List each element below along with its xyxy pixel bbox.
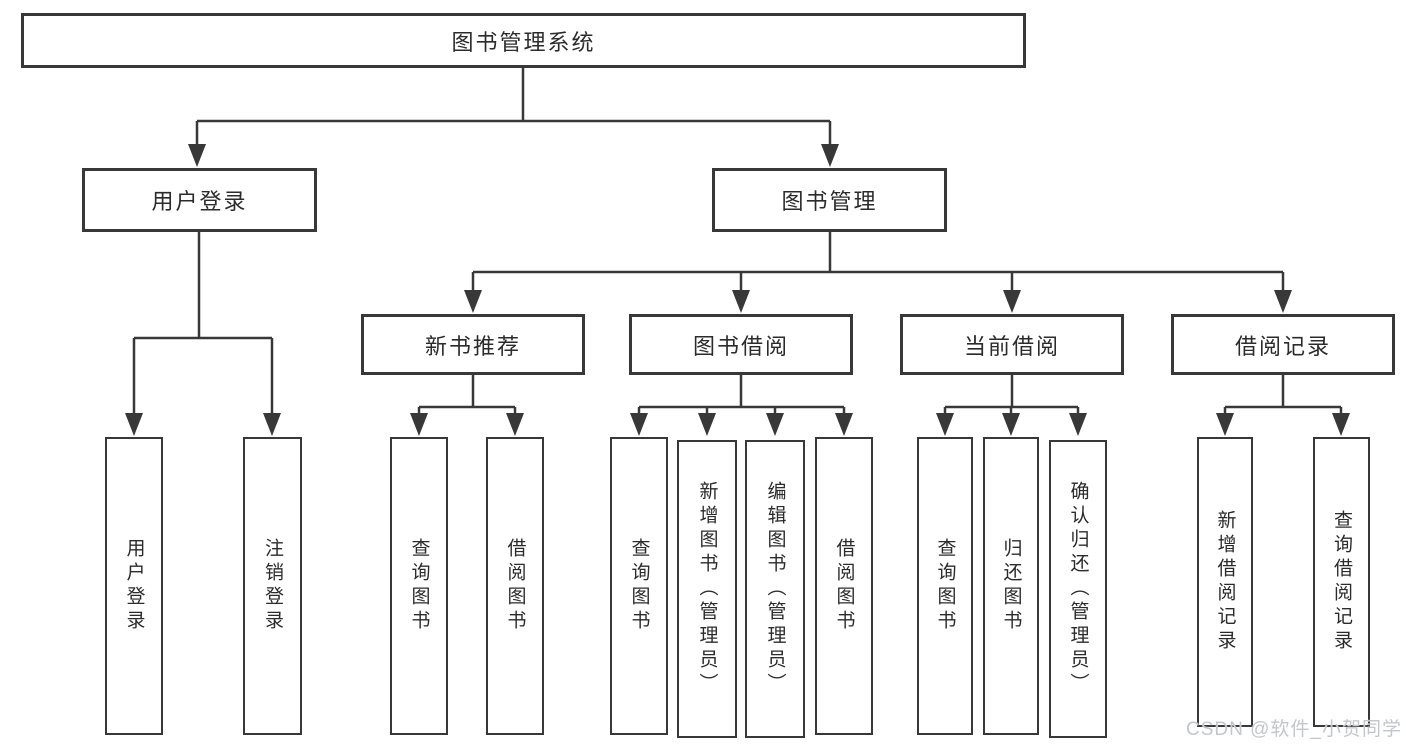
node-book-borrow: 图书借阅 [629, 314, 853, 375]
leaf-return-books: 归还图书 [983, 437, 1039, 735]
node-borrow-records: 借阅记录 [1171, 314, 1395, 375]
leaf-logout: 注销登录 [243, 437, 302, 735]
leaf-borrow-books-1: 借阅图书 [486, 437, 544, 735]
leaf-edit-books-admin: 编辑图书（管理员） [745, 440, 805, 738]
leaf-query-borrow-record: 查询借阅记录 [1313, 437, 1370, 727]
leaf-borrow-books-2: 借阅图书 [815, 437, 873, 735]
node-current-borrow: 当前借阅 [900, 314, 1124, 375]
leaf-add-borrow-record: 新增借阅记录 [1197, 437, 1253, 727]
node-root-system: 图书管理系统 [21, 13, 1026, 68]
leaf-confirm-return-admin: 确认归还（管理员） [1049, 440, 1107, 738]
leaf-user-login: 用户登录 [105, 437, 163, 735]
csdn-watermark: CSDN @软件_小贺同学 [1186, 719, 1402, 740]
leaf-query-books-3: 查询图书 [917, 437, 973, 735]
leaf-query-books-1: 查询图书 [390, 437, 448, 735]
node-book-management-branch: 图书管理 [712, 168, 947, 232]
leaf-add-books-admin: 新增图书（管理员） [677, 440, 737, 738]
node-new-book-recommend: 新书推荐 [361, 314, 585, 375]
leaf-query-books-2: 查询图书 [610, 437, 668, 735]
node-user-login-branch: 用户登录 [82, 168, 317, 232]
